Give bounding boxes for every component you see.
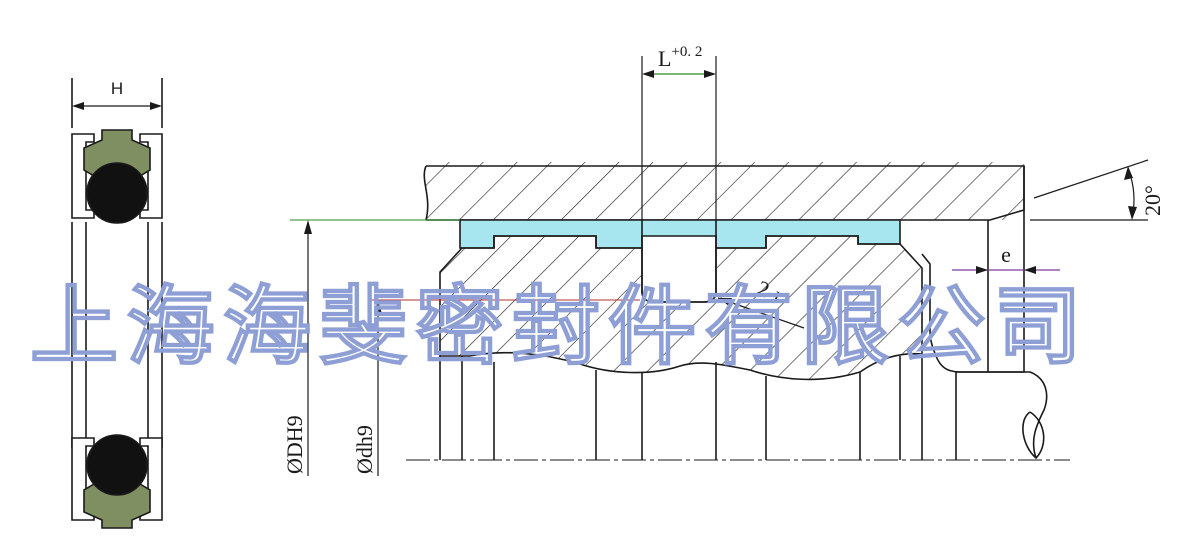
bore-housing	[423, 162, 1025, 221]
rod-break	[955, 371, 1048, 460]
seal-cross-section	[71, 78, 163, 529]
h-arrow-right	[150, 102, 162, 110]
e-label: e	[1001, 242, 1011, 267]
angle-label: 20°	[1140, 185, 1165, 216]
company-watermark: 上海海斐密封件有限公司	[29, 278, 1090, 378]
retainer-left-top	[71, 133, 95, 219]
rod-dia-label: Ødh9	[352, 425, 377, 474]
groove-outline	[641, 220, 717, 303]
installation-drawing	[290, 56, 1149, 476]
seal-lip-bottom	[83, 483, 151, 529]
h-label: H	[111, 79, 123, 98]
h-arrow-left	[72, 102, 84, 110]
watermark-text: 上海海斐密封件有限公司	[30, 278, 1090, 377]
o-ring-top	[86, 162, 148, 224]
radius-leader	[717, 297, 805, 329]
bore-dia-label: ØDH9	[282, 415, 307, 474]
bore-chamfer	[921, 166, 1025, 373]
seal-profile-bottom	[71, 434, 163, 529]
l-label: L+0. 2	[658, 44, 702, 71]
angle-ref-slant	[1033, 159, 1149, 199]
o-ring-bottom	[86, 434, 148, 496]
retainer-right-top	[139, 133, 163, 219]
seal-profile-top	[71, 129, 163, 224]
